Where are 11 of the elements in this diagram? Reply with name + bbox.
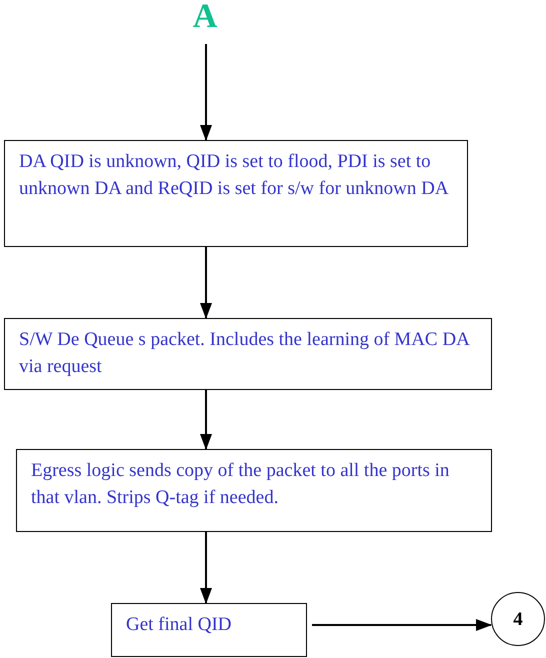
process-box: S/W De Queue s packet. Includes the learning of MAC DA via request xyxy=(4,318,492,390)
connector-circle: 4 xyxy=(491,592,545,646)
arrow xyxy=(312,619,492,631)
arrow xyxy=(200,532,212,604)
arrow xyxy=(200,247,212,319)
process-box: Egress logic sends copy of the packet to all the ports in that vlan. Strips Q-tag if needed. xyxy=(16,449,492,532)
arrow xyxy=(200,390,212,450)
arrow xyxy=(200,44,212,141)
process-box: DA QID is unknown, QID is set to flood, PDI is set to unknown DA and ReQID is set for s/w for unknown DA xyxy=(4,140,468,247)
process-box: Get final QID xyxy=(111,603,307,657)
connector-letter: A xyxy=(183,0,227,36)
